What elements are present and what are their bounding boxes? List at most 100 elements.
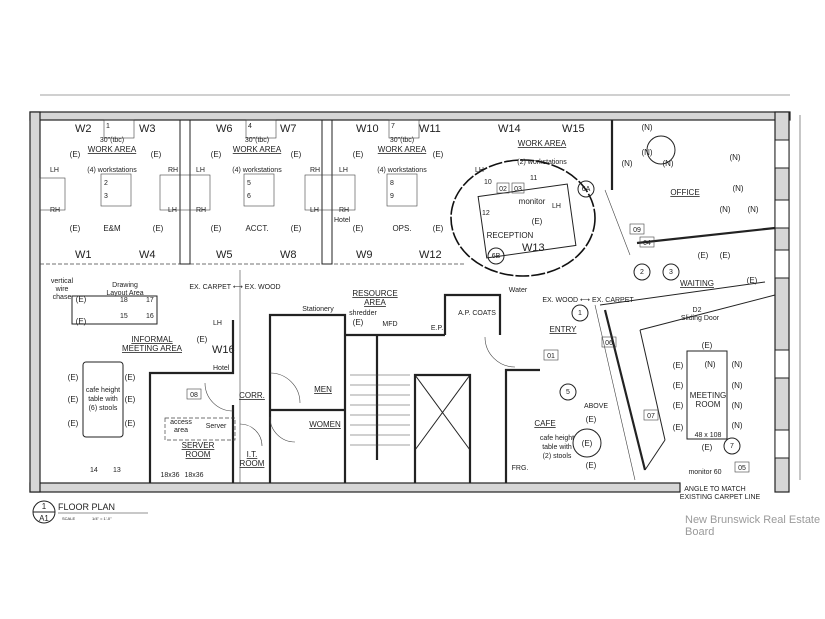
workstation-w14: W14 xyxy=(498,123,521,135)
svg-text:RH: RH xyxy=(50,207,60,214)
svg-text:LH: LH xyxy=(310,207,319,214)
server-room-label: ROOM xyxy=(186,450,211,459)
svg-text:10: 10 xyxy=(484,179,492,186)
scale-value: 1/4" = 1'-0" xyxy=(92,516,112,521)
cafe-label: CAFE xyxy=(534,419,555,428)
drawing-layout-desks xyxy=(71,295,158,325)
sliding-door-label: D2 xyxy=(693,307,702,314)
informal-table-note: table with xyxy=(88,396,118,403)
office-walls xyxy=(594,120,776,481)
svg-text:(E): (E) xyxy=(76,317,87,326)
carpet-wood-note: EX. CARPET ⟷ EX. WOOD xyxy=(189,284,280,291)
room-labels: RECEPTION monitor OFFICE WAITING ENTRY C… xyxy=(51,188,761,501)
svg-text:2: 2 xyxy=(104,180,108,187)
waiting-label: WAITING xyxy=(680,279,714,288)
desk-note: 30"(tbc) xyxy=(245,137,269,144)
reception-desk xyxy=(477,183,577,259)
svg-text:07: 07 xyxy=(647,413,655,420)
drawing-number: 1 xyxy=(42,502,47,511)
svg-text:LH: LH xyxy=(213,320,222,327)
resource-area-label: AREA xyxy=(364,298,386,307)
it-room-label: ROOM xyxy=(240,459,265,468)
svg-text:RH: RH xyxy=(168,167,178,174)
svg-text:(E): (E) xyxy=(211,224,222,233)
svg-text:14: 14 xyxy=(90,467,98,474)
svg-text:06: 06 xyxy=(605,340,613,347)
svg-text:(N): (N) xyxy=(641,148,652,157)
stairs xyxy=(350,374,410,446)
angle-note: ANGLE TO MATCH xyxy=(684,486,745,493)
svg-text:(E): (E) xyxy=(197,335,208,344)
svg-text:(N): (N) xyxy=(747,205,758,214)
svg-text:(E): (E) xyxy=(673,401,684,410)
workstation-w7: W7 xyxy=(280,123,297,135)
men-label: MEN xyxy=(314,385,332,394)
coats-label: A.P. COATS xyxy=(458,310,496,317)
svg-text:(E): (E) xyxy=(673,423,684,432)
drawing-title-block: 1 A1 FLOOR PLAN SCALE 1/4" = 1'-0" xyxy=(32,500,148,524)
ep-label: E.P. xyxy=(431,325,443,332)
svg-text:(N): (N) xyxy=(729,153,740,162)
it-room-label: I.T. xyxy=(247,450,258,459)
svg-text:(N): (N) xyxy=(719,205,730,214)
informal-table-note: cafe height xyxy=(86,387,120,394)
corridor-label: CORR. xyxy=(239,391,265,400)
server-room-label: SERVER xyxy=(182,441,215,450)
cafe-table xyxy=(572,428,602,458)
cafe-table-note: (2) stools xyxy=(543,453,572,460)
svg-text:(E): (E) xyxy=(747,276,758,285)
informal-meeting-label: INFORMAL xyxy=(131,335,173,344)
above-label: ABOVE xyxy=(584,403,608,410)
drawing-layout-label: Drawing xyxy=(112,282,138,289)
work-area-label: WORK AREA xyxy=(518,139,567,148)
svg-text:LH: LH xyxy=(50,167,59,174)
svg-text:7: 7 xyxy=(391,123,395,130)
doors xyxy=(204,336,516,447)
workstation-w12: W12 xyxy=(419,249,442,261)
workstation-w3: W3 xyxy=(139,123,156,135)
svg-text:(N): (N) xyxy=(662,159,673,168)
svg-text:3: 3 xyxy=(104,193,108,200)
svg-text:05: 05 xyxy=(738,465,746,472)
svg-text:(E): (E) xyxy=(702,443,713,452)
svg-text:(E): (E) xyxy=(433,150,444,159)
desk-numbers: 1 2 3 4 5 6 7 8 9 10 11 12 13 14 15 16 1… xyxy=(90,123,537,474)
drawing-title: FLOOR PLAN xyxy=(58,502,115,512)
svg-text:09: 09 xyxy=(633,227,641,234)
wire-chase-label: chase xyxy=(53,294,72,301)
drawing-layout-label: Layout Area xyxy=(106,290,143,297)
water-label: Water xyxy=(509,287,528,294)
work-area-count: (4) workstations xyxy=(232,167,282,174)
meeting-room-label: MEETING xyxy=(690,391,726,400)
workstation-w2: W2 xyxy=(75,123,92,135)
workstation-w1: W1 xyxy=(75,249,92,261)
section-markers: 1 2 3 5 6A 6B 7 xyxy=(487,180,741,455)
wire-chase-label: vertical xyxy=(51,278,74,285)
svg-text:Hotel: Hotel xyxy=(213,365,230,372)
svg-text:13: 13 xyxy=(113,467,121,474)
sliding-door-label: Sliding Door xyxy=(681,315,720,322)
svg-text:04: 04 xyxy=(643,240,651,247)
svg-text:(E): (E) xyxy=(70,224,81,233)
svg-text:02: 02 xyxy=(499,186,507,193)
svg-text:9: 9 xyxy=(390,193,394,200)
informal-table-note: (6) stools xyxy=(89,405,118,412)
svg-text:(E): (E) xyxy=(68,373,79,382)
svg-text:6: 6 xyxy=(247,193,251,200)
svg-text:(E): (E) xyxy=(353,224,364,233)
svg-text:(E): (E) xyxy=(68,419,79,428)
department-em: E&M xyxy=(103,224,121,233)
office-round-table xyxy=(646,135,676,165)
rack-label: 18x36 xyxy=(160,472,179,479)
core-walls xyxy=(148,270,540,483)
svg-text:11: 11 xyxy=(530,175,537,182)
women-label: WOMEN xyxy=(309,420,341,429)
svg-text:03: 03 xyxy=(514,186,522,193)
cafe-table-note: table with xyxy=(542,444,572,451)
workstation-w13: W13 xyxy=(522,242,545,254)
south-wall xyxy=(29,482,681,493)
svg-text:7: 7 xyxy=(730,443,734,450)
svg-text:08: 08 xyxy=(190,392,198,399)
